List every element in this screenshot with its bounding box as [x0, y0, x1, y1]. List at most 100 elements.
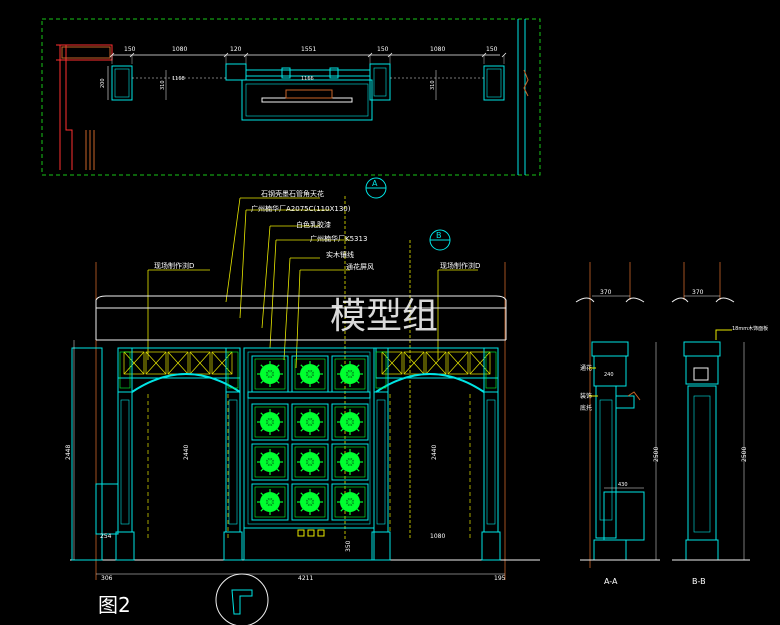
sec-a-cornice	[575, 297, 645, 303]
lattice-cell	[211, 351, 233, 375]
screen-panel-inner	[334, 358, 366, 390]
screen-panel-inner	[334, 406, 366, 438]
screen-panel-petal	[309, 373, 320, 384]
screen-panel-petal	[300, 452, 311, 463]
screen-base-mark-3	[317, 529, 325, 537]
elev-left-cabinet	[95, 483, 119, 535]
plan-border	[41, 18, 541, 176]
lattice-cell	[447, 351, 469, 375]
lattice-diagonal	[425, 351, 447, 375]
screen-panel-inner	[334, 446, 366, 478]
screen-panel-petal	[300, 461, 311, 472]
plan-dim-3: 120	[230, 46, 242, 53]
screen-panel-petal	[300, 501, 311, 512]
plan-column-1-inner	[114, 68, 130, 98]
screen-panel-inner	[294, 446, 326, 478]
screen-panel-petal	[349, 461, 360, 472]
callout-text-4: 广州楠华厂K5313	[310, 234, 367, 243]
screen-panel-inner	[294, 358, 326, 390]
elev-arch-right	[375, 373, 485, 393]
elev-dim-bottom-right: 195	[494, 575, 506, 582]
pilaster-fluting	[120, 399, 130, 525]
screen-panel-petal	[309, 452, 320, 463]
screen-panel	[331, 443, 369, 481]
sec-a-frieze	[593, 355, 627, 387]
sec-b-note: 18mm木饰面板	[732, 325, 768, 332]
section-marker-a: A	[365, 177, 387, 199]
elev-dim-bottom-total: 4211	[298, 575, 313, 582]
elev-dim-opening-right: 2440	[431, 445, 438, 460]
sec-a-bracket	[615, 395, 635, 409]
plan-dim-2: 1080	[172, 46, 187, 53]
plan-side-dim-2: 310	[160, 80, 166, 90]
callout-text-3: 白色乳胶漆	[296, 220, 331, 229]
plan-column-3-inner	[373, 67, 387, 97]
sec-a-column	[595, 385, 617, 539]
sec-b-column	[687, 385, 717, 541]
screen-base-mark-1	[297, 529, 305, 537]
elev-arch-left	[131, 373, 241, 393]
screen-panel-petal	[309, 501, 320, 512]
plan-column-1	[111, 65, 133, 101]
screen-panel-petal	[260, 373, 271, 384]
screen-panel-petal	[269, 412, 280, 423]
screen-panel-petal	[300, 364, 311, 375]
screen-panel-petal	[300, 373, 311, 384]
screen-panel-petal	[260, 461, 271, 472]
section-marker-b: B	[429, 229, 451, 251]
screen-rail	[247, 391, 371, 399]
elev-dim-bottom-left: 306	[101, 575, 113, 582]
pilaster-fluting	[228, 399, 238, 525]
lattice-diagonal	[167, 351, 189, 375]
sec-a-dim-width: 370	[600, 289, 612, 296]
screen-panel-petal	[340, 412, 351, 423]
figure-label: 图2	[98, 593, 131, 617]
plan-beam-block-1	[281, 67, 291, 79]
screen-panel	[251, 355, 289, 393]
sec-a-dim-mid: 240	[604, 372, 614, 378]
callout-leader-left	[147, 269, 210, 360]
plan-view: 150 1080 120 1551 150 1080 150 1166 1168…	[41, 18, 541, 176]
callout-leader-5	[283, 257, 320, 361]
screen-panel-petal	[349, 412, 360, 423]
pilaster-shaft	[117, 391, 133, 533]
callout-leader-4	[269, 239, 350, 349]
lattice-cell	[381, 351, 403, 375]
screen-panel-inner	[294, 406, 326, 438]
screen-panel-petal	[269, 364, 280, 375]
screen-panel-petal	[349, 364, 360, 375]
plan-side-dim-3: 310	[430, 80, 436, 90]
frieze-lattice-right	[381, 351, 491, 375]
sec-a-note-3: 底托	[580, 404, 592, 412]
plan-column-3	[369, 63, 391, 101]
screen-panel-petal	[269, 492, 280, 503]
plan-shelf-box	[285, 89, 333, 99]
section-b-title: B-B	[692, 577, 706, 586]
section-marker-b-label: B	[436, 231, 442, 240]
elev-opening-left	[147, 394, 229, 540]
callout-text-1: 石钢壳墨石管角天花	[261, 189, 324, 198]
plan-column-2	[225, 63, 247, 81]
plan-left-cabinet	[61, 46, 111, 59]
screen-panel-inner	[294, 486, 326, 518]
screen-panel	[291, 403, 329, 441]
screen-panel-petal	[349, 452, 360, 463]
sec-a-dim-height: 2500	[653, 447, 660, 462]
lattice-diagonal	[403, 351, 425, 375]
screen-panel-petal	[260, 452, 271, 463]
screen-panel-petal	[269, 421, 280, 432]
plan-right-detail	[523, 69, 529, 97]
pilaster-fluting	[486, 399, 496, 525]
screen-panel-inner	[254, 406, 286, 438]
screen-panel-petal	[309, 421, 320, 432]
sec-b-dim-width: 370	[692, 289, 704, 296]
screen-panel	[331, 483, 369, 521]
sec-a-base-cabinet	[603, 491, 645, 541]
screen-panel-petal	[269, 501, 280, 512]
screen-panel-petal	[349, 492, 360, 503]
sec-b-frieze	[685, 355, 719, 385]
sec-a-plinth	[593, 539, 627, 561]
screen-panel-petal	[260, 501, 271, 512]
screen-panel-petal	[260, 412, 271, 423]
